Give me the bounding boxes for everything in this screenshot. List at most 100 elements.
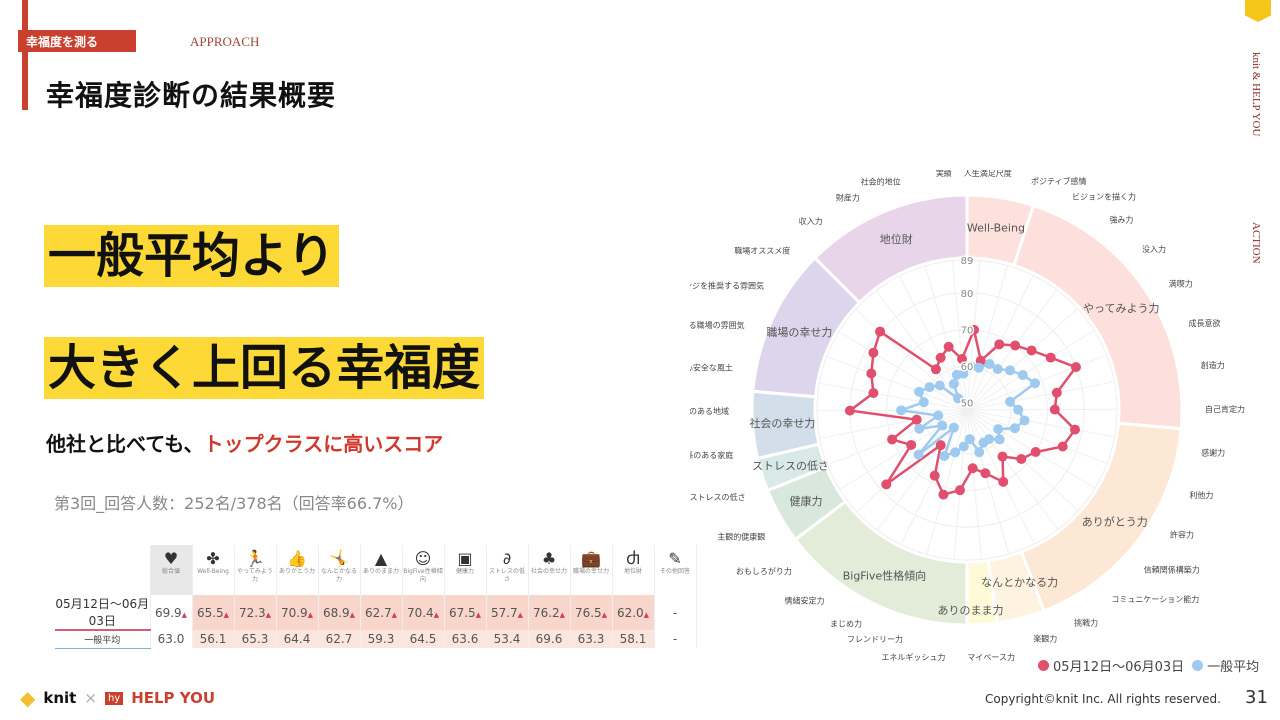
data-point [938, 489, 949, 500]
meditation-icon: ▲ [374, 549, 388, 568]
data-point [998, 476, 1009, 487]
spoke [966, 409, 1108, 464]
table-cell: 76.2▲ [528, 595, 571, 630]
table-cell: - [654, 630, 697, 648]
clover-icon: ✤ [206, 549, 220, 568]
clipboard-icon: ✎ [668, 549, 682, 568]
up-marker: ▲ [349, 610, 356, 619]
data-point [1009, 423, 1020, 434]
data-point [1013, 404, 1024, 415]
data-point [943, 341, 954, 352]
axis-label: ビジョンを描く力 [1072, 191, 1136, 201]
knit-logo: knit [43, 689, 77, 707]
cell-value: 65.5 [196, 605, 224, 620]
category-label: ストレスの低さ [752, 460, 829, 473]
cell-value: 69.6 [535, 632, 563, 646]
data-point [1019, 415, 1030, 426]
figure-icon: 🤸 [329, 549, 349, 568]
axis-label: 許容力 [1170, 529, 1194, 539]
data-point [969, 324, 980, 335]
cell-value: 76.5 [574, 605, 602, 620]
column-header: ▣健康力 [444, 545, 487, 595]
data-point [896, 405, 907, 416]
data-point [1030, 447, 1041, 458]
cell-value: 72.3 [238, 605, 266, 620]
up-marker: ▲ [265, 610, 272, 619]
column-header: ♥総合値 [150, 545, 193, 595]
cell-value: - [672, 605, 678, 620]
side-brand: knit & HELP YOU [1250, 52, 1262, 137]
data-point [924, 382, 935, 393]
column-label: なんとかなる力 [320, 568, 357, 583]
category-label: BigFive性格傾向 [843, 569, 926, 583]
table-cell: 57.7▲ [486, 595, 529, 630]
data-point [1010, 340, 1021, 351]
table-cell: 62.7 [318, 630, 361, 648]
cell-value: 64.4 [283, 632, 311, 646]
table-cell: 76.5▲ [570, 595, 613, 630]
up-marker: ▲ [559, 610, 566, 619]
runner-icon: 🏃 [245, 549, 265, 568]
data-point [967, 463, 978, 474]
column-label: ありのまま力 [362, 568, 399, 575]
data-point [934, 380, 945, 391]
data-point [964, 434, 975, 445]
spoke [966, 409, 1115, 438]
data-point [992, 363, 1003, 374]
data-point [914, 386, 925, 397]
spoke [816, 409, 968, 412]
column-header: ✎その他回答 [654, 545, 697, 595]
table-cell: 62.7▲ [360, 595, 403, 630]
category-label: なんとかなる力 [981, 576, 1058, 589]
data-point [868, 347, 879, 358]
column-header: 👍ありがとう力 [276, 545, 319, 595]
data-point [1005, 396, 1016, 407]
cell-value: 59.3 [367, 632, 395, 646]
spoke [953, 409, 968, 560]
data-point [953, 393, 964, 404]
section-en: APPROACH [190, 34, 260, 49]
cell-value: 68.9 [322, 605, 350, 620]
data-point [994, 339, 1005, 350]
spoke [966, 408, 1118, 411]
radial-tick: 60 [961, 362, 974, 373]
data-point [939, 450, 950, 461]
data-point [1057, 441, 1068, 452]
times-sign: × [84, 689, 97, 707]
axis-label: 創造力 [1201, 360, 1225, 370]
axis-label: 人生満足尺度 [964, 170, 1012, 178]
data-point [1049, 404, 1060, 415]
table-cell: 58.1 [612, 630, 655, 648]
data-point [957, 354, 968, 365]
category-label: 地位財 [880, 232, 913, 246]
axis-label: おもしろがり力 [736, 566, 792, 576]
table-cell: 63.6 [444, 630, 487, 648]
axis-label: 財産力 [836, 192, 860, 202]
spoke [855, 309, 968, 411]
spoke [966, 289, 1058, 411]
axis-label: 没入力 [1142, 244, 1166, 254]
headline-2: 大きく上回る幸福度 [44, 337, 485, 399]
radial-tick: 70 [961, 326, 974, 337]
category-segment [812, 193, 969, 305]
score-table: ♥総合値✤Well-Being🏃やってみよう力👍ありがとう力🤸なんとかなる力▲あ… [55, 545, 697, 649]
legend: 05月12日〜06月03日 一般平均 [1038, 656, 1259, 675]
axis-label: 職場オススメ度 [734, 246, 790, 256]
column-header: ♣社会の幸せ力 [528, 545, 571, 595]
table-cell: 70.9▲ [276, 595, 319, 630]
spoke [966, 381, 1115, 411]
axis-label: ポジティブ感情 [1031, 176, 1087, 186]
axis-label: 主観的健康観 [717, 531, 765, 541]
table-cell: - [654, 595, 697, 630]
spoke [966, 329, 1095, 411]
legend-series-1: 05月12日〜06月03日 [1053, 660, 1185, 675]
axis-label: 信頼関係のある家庭 [690, 450, 733, 460]
row-label: 05月12日〜06月03日 [55, 595, 151, 631]
column-header: ✤Well-Being [192, 545, 235, 595]
spoke [966, 409, 983, 560]
column-label: BigFive性格傾向 [403, 568, 443, 583]
spoke [966, 409, 1010, 555]
money-bag-icon: Ⴛ [626, 549, 640, 568]
